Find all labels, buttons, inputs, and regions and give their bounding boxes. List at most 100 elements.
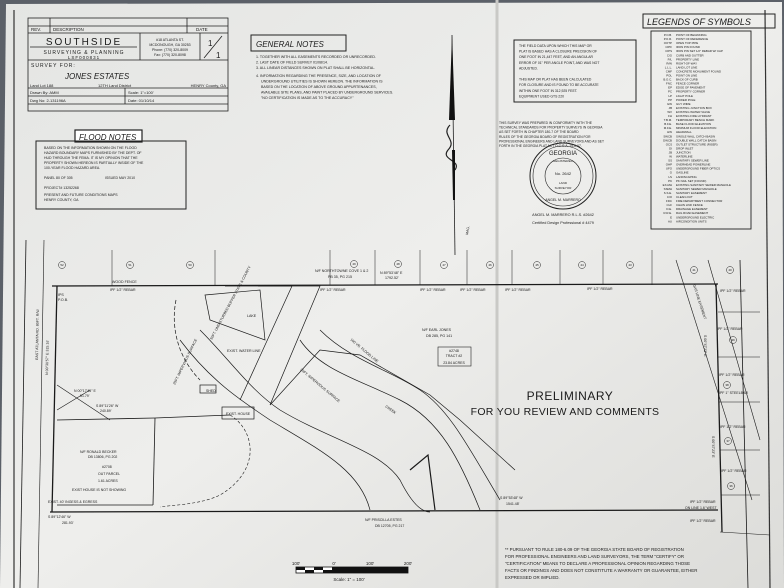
lot-number: 47	[442, 263, 446, 267]
surveyor-seal: GEORGIA REGISTERED No. 2642 LAND SURVEYO…	[529, 142, 597, 210]
general-note-line: 2. LAST DATE OF FIELD SURVEY 01/08/14.	[256, 61, 328, 65]
legend-box	[650, 30, 752, 230]
scale-caption: Scale: 1" = 100'	[333, 577, 364, 582]
flood-panel: PANEL 80 OF 305	[44, 176, 73, 180]
owner-name: N/F EARL JONES	[422, 328, 452, 332]
general-note-line: 4. INFORMATION REGARDING THE PRESENCE, S…	[256, 74, 382, 78]
lot-number: 41	[692, 268, 696, 272]
general-notes-heading: GENERAL NOTES	[256, 40, 325, 49]
becker-name: N/F RONALD BECKER	[80, 450, 117, 454]
lot-number: 43	[628, 263, 632, 267]
legend-description: WATERLINE	[676, 155, 693, 159]
legend-description: POINT ON LINE	[676, 74, 697, 78]
company-fax: Fax: (770) 320-8098	[154, 53, 186, 57]
lot-marker	[350, 260, 358, 268]
company-phone: Phone: (770) 320-8009	[152, 48, 188, 52]
legend-description: BASE FLOOD ELEVATION	[676, 122, 711, 126]
legend-description: SANITARY SEWER MANHOLE	[676, 187, 717, 191]
legend-symbol: R/W	[666, 61, 672, 65]
scale-bar: 100' 0' 100' 200' Scale: 1" = 100'	[292, 561, 413, 582]
legend-symbol: L.L.L.	[665, 65, 672, 69]
conformity-line: PROFESSIONAL ENGINEERS AND LAND SURVEYOR…	[499, 139, 604, 143]
disclaimer-line: ** PURSUANT TO RULE 180-6.09 OF THE GEOR…	[505, 547, 684, 552]
seal-name: ANGEL M. MARRERO	[545, 198, 581, 202]
legend-description: POINT OF BEGINNING	[676, 33, 707, 37]
review-stamp: FOR YOU REVIEW AND COMMENTS	[471, 406, 660, 418]
seal-registered: REGISTERED	[553, 159, 573, 163]
legend-description: RAIL ROAD EASEMENT	[676, 211, 708, 215]
pob-label: P.O.B.	[58, 298, 68, 302]
legend-description: BACK OF CURB	[676, 78, 698, 82]
survey-for-label: SURVEY FOR:	[31, 63, 76, 69]
legend-symbol: CMF	[666, 69, 672, 73]
legend-description: EXISTING JUNCTION BOX	[676, 106, 712, 110]
title-block	[27, 17, 229, 112]
plat-linework	[19, 239, 771, 588]
north-boundary	[51, 283, 719, 287]
legend-description: FENCE CORNER	[676, 82, 699, 86]
house-label: EXIST. HOUSE	[226, 412, 251, 416]
description-label: DESCRIPTION	[53, 27, 84, 32]
legend-symbol: WV	[667, 110, 672, 114]
lot-number: 48	[396, 262, 400, 266]
parcel-area: 1.61 ACRES	[98, 479, 118, 483]
seal-state: GEORGIA	[549, 151, 577, 157]
legend-symbol: P.O.B.	[664, 33, 672, 37]
legend-symbol: EP	[668, 86, 672, 90]
lake-label: LAKE	[247, 314, 257, 318]
lot-marker	[626, 261, 634, 269]
county: HENRY County, GA	[191, 83, 227, 88]
lot-marker	[690, 266, 698, 274]
legend-description: CONCRETE MONUMENT FOUND	[676, 69, 721, 73]
field-data-line: WITHIN ONE FOOT IN 312,925 FEET.	[519, 89, 577, 93]
rebar-label: IPF 1/2" REBAR	[690, 519, 716, 523]
legend-description: DROP INLET	[676, 146, 694, 150]
field-data-line: THIS MAP OR PLAT HAS BEEN CALCULATED	[519, 78, 592, 82]
lot-number: 49	[352, 262, 356, 266]
signer: ANGEL M. MARRERO R.L.S. #2642	[532, 213, 594, 217]
legend-symbol: POL	[666, 74, 672, 78]
legend-symbol: DI	[669, 146, 672, 150]
lot-marker	[186, 261, 194, 269]
legend-symbol: B.O.C.	[663, 78, 672, 82]
on-line-label: ON LINE 1.6' WEST	[685, 506, 717, 510]
legend-description: MINIMUM FLOOR ELEVATION	[676, 126, 716, 130]
client-name: JONES ESTATES	[64, 72, 130, 81]
legend-symbol: M.F.E.	[664, 126, 672, 130]
legend-symbol: SWCB	[663, 134, 672, 138]
shed-outline	[199, 384, 217, 394]
legend-description: PROPERTY LINE	[676, 57, 699, 61]
conformity-text: THIS SURVEY WAS PREPARED IN CONFORMITY W…	[499, 121, 604, 148]
lot-marker	[533, 261, 541, 269]
tract-id: #2748	[449, 349, 459, 353]
certification-disclaimer: ** PURSUANT TO RULE 180-6.09 OF THE GEOR…	[505, 547, 697, 580]
bearing-2-distance: 240.89'	[100, 409, 112, 413]
flood-notes-heading-box	[74, 129, 143, 143]
seal-land: LAND	[559, 181, 568, 185]
legend-symbol: HW	[667, 130, 672, 134]
conformity-line: FORTH IN THE GEORGIA PLAT ACT O.C.G.A. 1…	[499, 144, 582, 148]
legend-symbol: T.B.M.	[664, 118, 672, 122]
border-right	[764, 9, 771, 588]
date-label: DATE	[196, 27, 208, 32]
flood-maps-line1: PRESENT AND FUTURE CONDITIONS MAPS	[44, 193, 118, 197]
drawing-number: Dwg No: 2-131196A	[30, 98, 66, 103]
top-distance: 1792.52'	[385, 276, 399, 280]
legend-symbol: AU	[668, 219, 672, 223]
lot-marker	[578, 261, 586, 269]
general-note-line: BASED ON THE LOCATION OF ABOVE GROUND AP…	[261, 85, 377, 89]
legend-description: CURB AND GUTTER	[676, 53, 704, 57]
lot-number: 52	[60, 263, 64, 267]
lot-marker	[727, 482, 735, 490]
legend-symbol: B.F.E.	[664, 122, 672, 126]
legend-symbol: W	[669, 155, 672, 159]
ips-label: IPS	[58, 293, 64, 297]
scale-label-1: 0'	[332, 561, 336, 566]
rebar-label: IPF 1/2" REBAR	[460, 288, 486, 292]
lot-marker	[58, 261, 66, 269]
legend-description: CHAIN LINK FENCE	[676, 203, 703, 207]
tract-area: 23.84 ACRES	[443, 361, 465, 365]
lot-number: 46	[488, 263, 492, 267]
legend-heading: LEGENDS OF SYMBOLS	[647, 17, 751, 27]
legend-description: TEMPORARY BENCH MARK	[676, 118, 714, 122]
